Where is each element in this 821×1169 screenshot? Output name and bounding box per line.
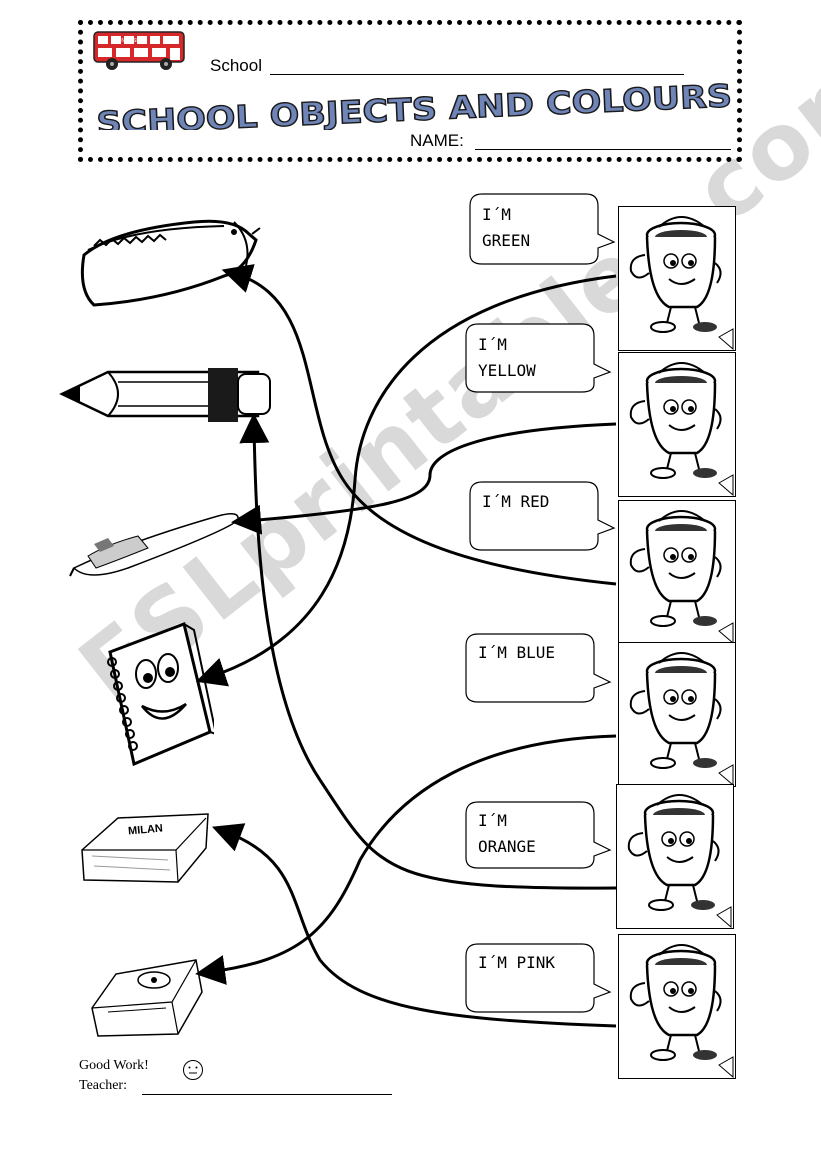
line-blue-sharpener (195, 734, 617, 985)
line-green-notebook (195, 274, 617, 687)
bubble-orange-text: I´M ORANGE (478, 811, 536, 856)
bubble-red-text: I´M RED (482, 492, 550, 511)
teacher-signature-line[interactable] (142, 1094, 392, 1095)
paint-frame-blue[interactable] (618, 642, 736, 787)
school-label: School (210, 56, 262, 75)
good-work-label: Good Work! (79, 1058, 149, 1073)
eraser-image (81, 813, 209, 883)
name-label: NAME: (410, 131, 464, 150)
paint-frame-yellow[interactable] (618, 352, 736, 497)
line-red-pencilcase (221, 264, 617, 586)
line-pink-eraser (211, 823, 617, 1028)
bubble-yellow-text: I´M YELLOW (478, 335, 536, 380)
page-title: SCHOOL OBJECTS AND COLOURS (95, 80, 733, 130)
paint-bucket-icon (629, 216, 734, 351)
paint-frame-red[interactable] (618, 500, 736, 645)
bus-icon (93, 31, 185, 70)
paint-bucket-icon (629, 510, 734, 645)
bubble-green-text: I´M GREEN (482, 205, 531, 250)
paint-bucket-icon (629, 652, 734, 787)
paint-bucket-icon (629, 944, 734, 1079)
line-yellow-pen (231, 422, 617, 535)
header-box (78, 20, 742, 162)
school-answer-line[interactable] (270, 74, 684, 75)
pen-image (69, 513, 239, 577)
bubble-pink-text: I´M PINK (478, 953, 556, 972)
paint-frame-pink[interactable] (618, 934, 736, 1079)
smiley-icon (183, 1060, 203, 1080)
paint-bucket-icon (627, 794, 732, 929)
bus-sign: ENGLISH (118, 38, 140, 44)
teacher-label: Teacher: (79, 1078, 127, 1093)
name-answer-line[interactable] (475, 149, 731, 150)
paint-frame-orange[interactable] (616, 784, 734, 929)
paint-bucket-icon (629, 362, 734, 497)
bubble-blue-text: I´M BLUE (478, 643, 556, 662)
line-orange-pencil (239, 413, 617, 890)
paint-frame-green[interactable] (618, 206, 736, 351)
pencil-case-image (80, 219, 261, 307)
pencil-image (59, 368, 271, 422)
sharpener-image (91, 959, 203, 1037)
notebook-image (107, 622, 214, 767)
